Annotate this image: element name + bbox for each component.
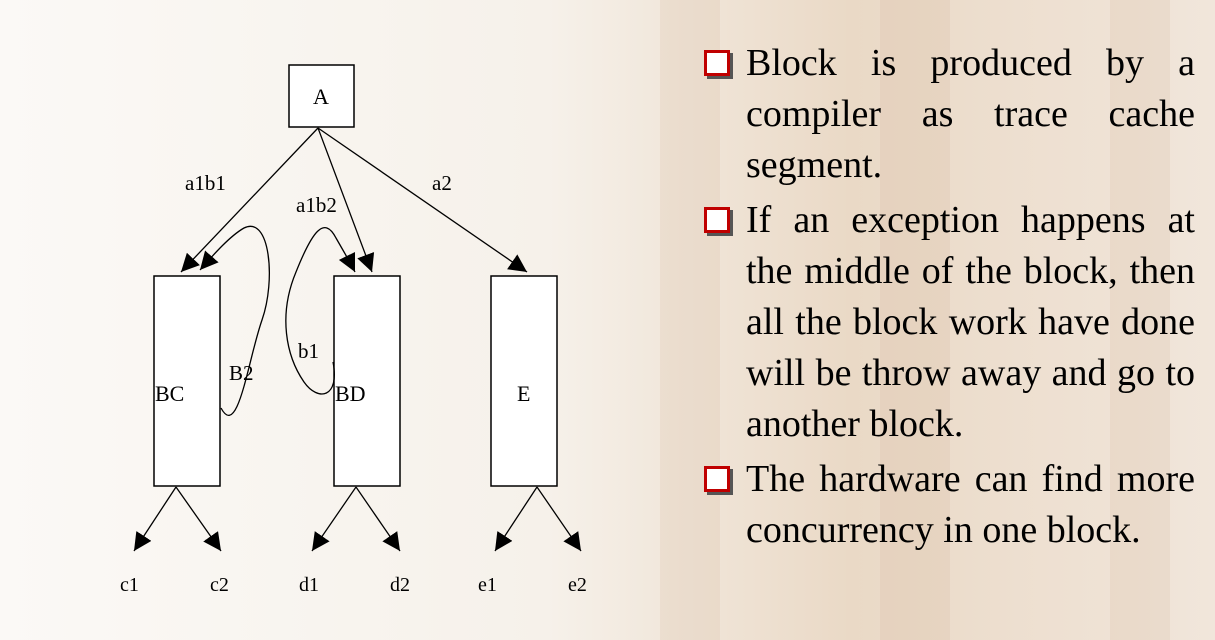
- exit-arrow-d1: [311, 486, 357, 552]
- side-exit-curve-b2: [199, 225, 270, 417]
- exit-arrow-c2: [175, 486, 222, 552]
- bullet-text: If an exception happens at the middle of…: [746, 199, 1195, 445]
- leaf-label-e1: e1: [478, 574, 497, 596]
- block-bd: [333, 275, 401, 487]
- leaf-label-d2: d2: [390, 574, 410, 596]
- hollow-square-bullet-icon: [704, 466, 730, 492]
- edge-label-b2: B2: [229, 361, 254, 385]
- side-exit-curve-b1: [285, 227, 356, 395]
- edge-label-a1b1: a1b1: [185, 171, 226, 195]
- trace-block-diagram: A BC BD E a1b1 a1b2 a2 B2 b1 c1 c2 d1 d2…: [120, 64, 587, 596]
- block-bc: [153, 275, 221, 487]
- exit-arrow-e1: [494, 486, 538, 552]
- hollow-square-bullet-icon: [704, 50, 730, 76]
- background-column: [1110, 0, 1170, 640]
- node-a-label: A: [313, 84, 329, 109]
- leaf-label-d1: d1: [299, 574, 319, 596]
- edge-a1b1: [180, 127, 319, 273]
- block-bc-label: BC: [155, 381, 184, 406]
- leaf-label-c2: c2: [210, 574, 229, 596]
- edge-label-a2: a2: [432, 171, 452, 195]
- background-column: [660, 0, 720, 640]
- edge-label-a1b2: a1b2: [296, 193, 337, 217]
- leaf-label-e2: e2: [568, 574, 587, 596]
- node-a: [288, 64, 355, 128]
- background-column: [880, 0, 950, 640]
- bullet-text: The hardware can find more concurrency i…: [746, 458, 1195, 551]
- edge-a2: [317, 127, 528, 273]
- exit-arrow-d2: [355, 486, 401, 552]
- leaf-label-c1: c1: [120, 574, 139, 596]
- block-bd-label: BD: [335, 381, 366, 406]
- hollow-square-bullet-icon: [704, 207, 730, 233]
- bullet-text: Block is produced by a compiler as trace…: [746, 42, 1195, 186]
- exit-arrow-e2: [536, 486, 582, 552]
- bullet-item: The hardware can find more concurrency i…: [700, 454, 1195, 556]
- exit-arrow-c1: [133, 486, 177, 552]
- edge-a1b2: [317, 127, 375, 273]
- edge-label-b1: b1: [298, 339, 319, 363]
- block-e-label: E: [517, 381, 530, 406]
- bullet-item: If an exception happens at the middle of…: [700, 195, 1195, 450]
- block-e: [490, 275, 558, 487]
- bullet-item: Block is produced by a compiler as trace…: [700, 38, 1195, 191]
- bullet-list: Block is produced by a compiler as trace…: [700, 38, 1195, 560]
